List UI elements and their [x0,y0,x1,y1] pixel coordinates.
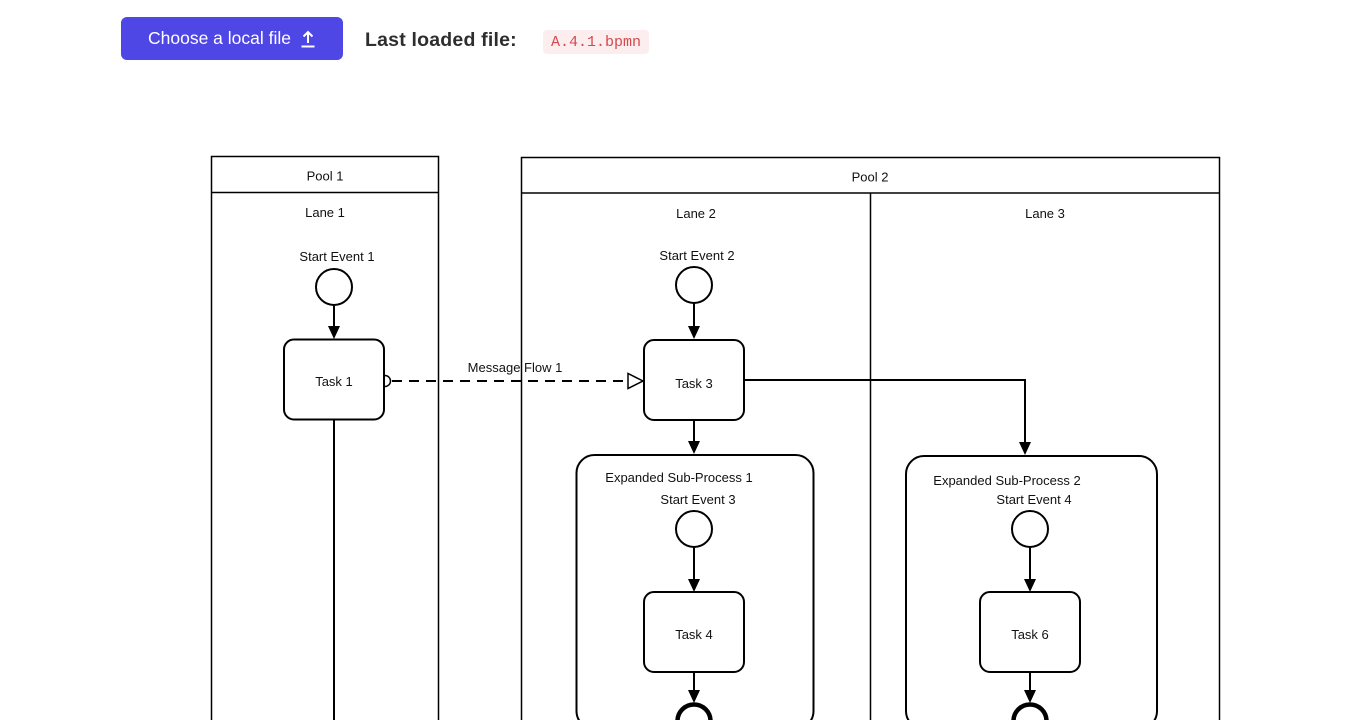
arrowhead-icon [1024,579,1036,592]
task-3-box [643,339,745,421]
task-1[interactable]: Task 1 [283,338,385,421]
start-event-1-label: Start Event 1 [299,249,374,264]
start-event-1-circle [315,268,353,306]
arrowhead-icon [1024,690,1036,703]
subprocess-2-label: Expanded Sub-Process 2 [933,473,1080,488]
subprocess-2[interactable]: Expanded Sub-Process 2 [905,455,1158,720]
lane-1-label: Lane 1 [305,205,345,220]
end-event-2[interactable] [1011,702,1049,720]
task-4-box [643,591,745,673]
start-event-2-circle [675,266,713,304]
end-event-2-circle [1011,702,1049,720]
pool-2-label: Pool 2 [852,170,889,185]
sequence-flow-start2-task3[interactable] [688,303,700,339]
start-event-3[interactable]: Start Event 3 [660,492,736,548]
task-3[interactable]: Task 3 [643,339,745,421]
task-6-label: Task 6 [1011,627,1049,642]
flow-line [744,379,1026,445]
arrowhead-icon [688,579,700,592]
task-6-box [979,591,1081,673]
start-event-4[interactable]: Start Event 4 [996,492,1072,548]
pool-2-border [520,156,1221,720]
subprocess-1-label: Expanded Sub-Process 1 [605,470,752,485]
arrowhead-icon [688,326,700,339]
start-event-3-circle [675,510,713,548]
sequence-flow-task6-end2[interactable] [1024,672,1036,703]
top-toolbar: Choose a local file Last loaded file: A.… [0,0,1368,80]
last-loaded-label: Last loaded file: [365,29,517,51]
arrowhead-icon [688,690,700,703]
subprocess-2-border [905,455,1158,720]
message-flow-label: Message Flow 1 [468,360,563,375]
sequence-flow-start3-task4[interactable] [688,547,700,592]
arrowhead-icon [328,326,340,339]
task-6[interactable]: Task 6 [979,591,1081,673]
choose-file-button-label: Choose a local file [148,28,291,48]
start-event-4-label: Start Event 4 [996,492,1071,507]
loaded-file-name: A.4.1.bpmn [543,30,650,54]
task-1-label: Task 1 [315,374,353,389]
message-flow-1[interactable]: Message Flow 1 [378,360,645,390]
end-event-1[interactable] [675,702,713,720]
start-event-2[interactable]: Start Event 2 [659,248,735,304]
arrowhead-icon [1019,442,1031,455]
lane-2-label: Lane 2 [676,206,716,221]
task-4[interactable]: Task 4 [643,591,745,673]
pool-1-label: Pool 1 [307,169,344,184]
subprocess-1-border [575,454,815,720]
start-event-4-circle [1011,510,1049,548]
lane-3[interactable]: Lane 3 [869,193,1065,720]
lane-3-label: Lane 3 [1025,206,1065,221]
start-event-3-label: Start Event 3 [660,492,735,507]
arrowhead-icon [688,441,700,454]
task-1-box [283,338,385,421]
start-event-1[interactable]: Start Event 1 [299,249,375,306]
pool-1-border [210,155,440,720]
sequence-flow-start4-task6[interactable] [1024,547,1036,592]
task-4-label: Task 4 [675,627,713,642]
choose-file-button[interactable]: Choose a local file [121,17,343,60]
lane-2[interactable]: Lane 2 [676,206,716,221]
sequence-flow-start1-task1[interactable] [328,305,340,339]
lane-1[interactable]: Lane 1 [305,205,345,220]
sequence-flow-task4-end1[interactable] [688,672,700,703]
sequence-flow-task3-subprocess1[interactable] [688,420,700,454]
sequence-flow-task3-subprocess2[interactable] [744,379,1031,455]
start-event-2-label: Start Event 2 [659,248,734,263]
end-event-1-circle [675,702,713,720]
upload-icon [301,30,315,47]
task-3-label: Task 3 [675,376,713,391]
pool-1[interactable]: Pool 1 [210,155,440,720]
subprocess-1[interactable]: Expanded Sub-Process 1 [575,454,815,720]
open-arrowhead-icon [627,372,645,390]
